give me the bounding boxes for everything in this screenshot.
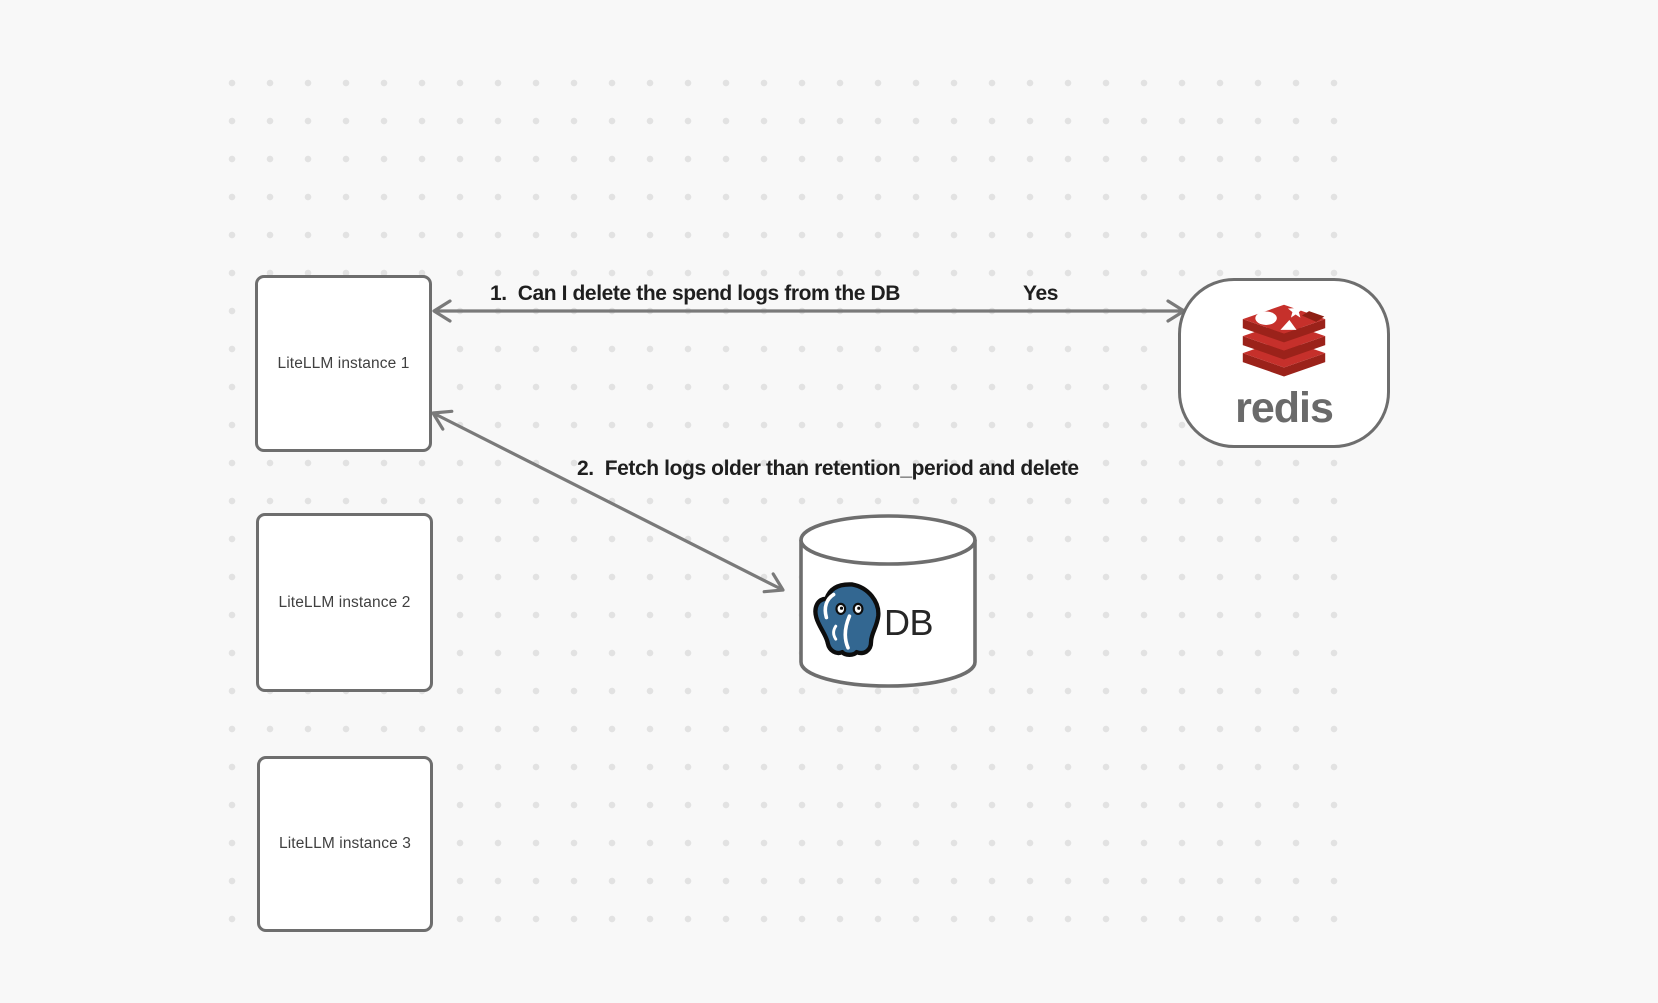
node-litellm-instance-2: LiteLLM instance 2 [256, 513, 433, 692]
edge2-label: 2. Fetch logs older than retention_perio… [577, 456, 1079, 482]
node-redis: redis [1178, 278, 1390, 448]
node-label-instance-3: LiteLLM instance 3 [279, 835, 411, 852]
edge1-response-text: Yes [1023, 282, 1059, 305]
edge1-response: Yes [1023, 281, 1058, 307]
node-label-instance-2: LiteLLM instance 2 [278, 593, 411, 611]
edge1-number: 1. [490, 282, 507, 305]
edge2-text: Fetch logs older than retention_period a… [604, 457, 1079, 480]
edge2-number: 2. [577, 457, 594, 480]
postgresql-logo-icon [813, 582, 881, 657]
node-label-instance-1: LiteLLM instance 1 [277, 354, 410, 372]
edge1-label: 1. Can I delete the spend logs from the … [490, 281, 900, 307]
node-litellm-instance-1: LiteLLM instance 1 [255, 275, 432, 452]
db-label: DB [884, 602, 934, 643]
redis-logo-icon [1242, 302, 1326, 376]
redis-wordmark: redis [1235, 383, 1334, 432]
node-litellm-instance-3: LiteLLM instance 3 [257, 756, 433, 932]
edge1-text: Can I delete the spend logs from the DB [517, 282, 901, 305]
